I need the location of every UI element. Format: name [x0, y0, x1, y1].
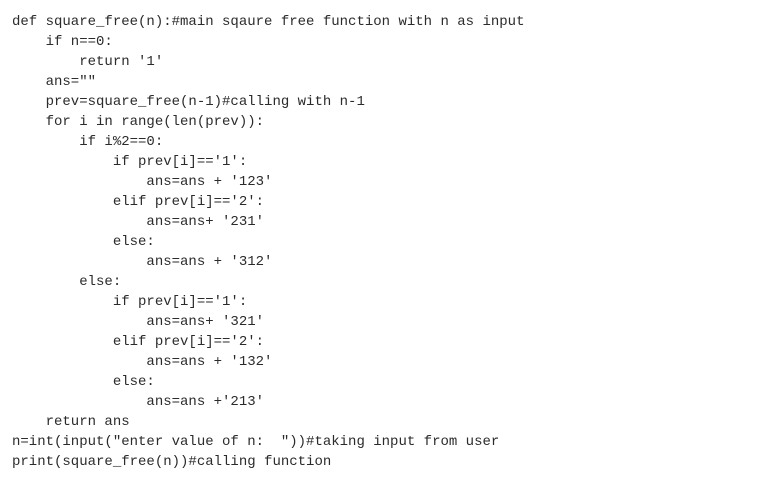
code-line: ans=ans+ '321' — [12, 314, 265, 330]
code-line: elif prev[i]=='2': — [12, 194, 265, 210]
code-line: for i in range(len(prev)): — [12, 114, 265, 130]
code-line: ans=ans+ '231' — [12, 214, 265, 230]
code-line: ans="" — [12, 74, 97, 90]
code-line: ans=ans + '132' — [12, 354, 273, 370]
code-line: else: — [12, 374, 155, 390]
code-line: return ans — [12, 414, 130, 430]
code-line: if i%2==0: — [12, 134, 164, 150]
code-line: ans=ans +'213' — [12, 394, 265, 410]
code-line: if prev[i]=='1': — [12, 294, 248, 310]
code-line: n=int(input("enter value of n: "))#takin… — [12, 434, 500, 450]
code-line: if n==0: — [12, 34, 113, 50]
code-line: ans=ans + '123' — [12, 174, 273, 190]
code-line: def square_free(n):#main sqaure free fun… — [12, 14, 525, 30]
code-line: elif prev[i]=='2': — [12, 334, 265, 350]
code-line: print(square_free(n))#calling function — [12, 454, 332, 470]
code-line: else: — [12, 274, 122, 290]
code-line: else: — [12, 234, 155, 250]
code-line: if prev[i]=='1': — [12, 154, 248, 170]
code-line: return '1' — [12, 54, 164, 70]
code-line: prev=square_free(n-1)#calling with n-1 — [12, 94, 365, 110]
code-line: ans=ans + '312' — [12, 254, 273, 270]
code-block: def square_free(n):#main sqaure free fun… — [12, 12, 524, 472]
